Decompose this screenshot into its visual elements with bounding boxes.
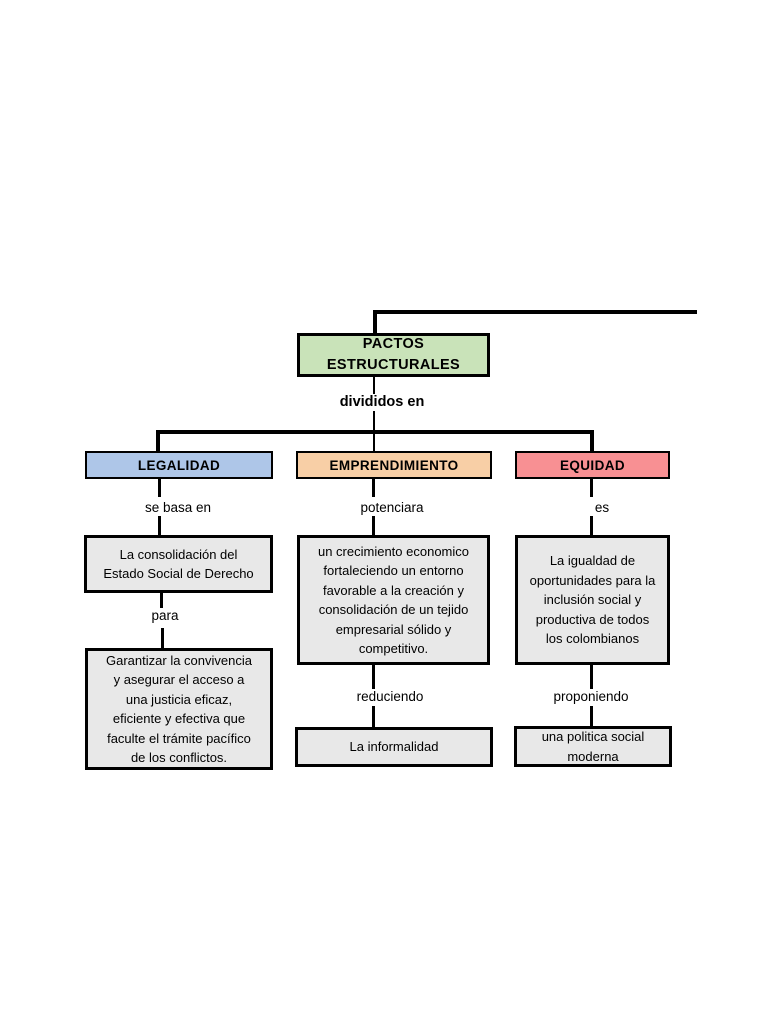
- emprendimiento-connector-2: [372, 516, 375, 535]
- node-legalidad-definition: La consolidación del Estado Social de De…: [84, 535, 273, 593]
- emprendimiento-connector-4: [372, 706, 375, 728]
- legalidad-connector-1: [158, 479, 161, 497]
- link-label-potenciara: potenciara: [355, 500, 429, 517]
- legalidad-connector-2: [158, 516, 161, 535]
- node-equidad-definition: La igualdad de oportunidades para la inc…: [515, 535, 670, 665]
- equidad-connector-4: [590, 706, 593, 728]
- node-pactos-estructurales: PACTOS ESTRUCTURALES: [297, 333, 490, 377]
- node-emprendimiento-goal: La informalidad: [295, 727, 493, 767]
- link-label-es: es: [589, 500, 615, 517]
- node-legalidad-goal: Garantizar la convivencia y asegurar el …: [85, 648, 273, 770]
- legalidad-connector-4: [161, 628, 164, 649]
- equidad-connector-1: [590, 479, 593, 497]
- branch-left-drop-line: [156, 430, 160, 452]
- equidad-connector-3: [590, 664, 593, 690]
- top-parent-connector-line: [373, 310, 697, 314]
- emprendimiento-connector-1: [372, 479, 375, 497]
- node-emprendimiento-definition: un crecimiento economico fortaleciendo u…: [297, 535, 490, 665]
- node-equidad-header: EQUIDAD: [515, 451, 670, 479]
- equidad-connector-2: [590, 516, 593, 535]
- link-label-se-basa-en: se basa en: [139, 500, 217, 517]
- top-parent-connector-stub: [373, 310, 377, 334]
- link-label-divididos-en: divididos en: [334, 394, 430, 412]
- legalidad-connector-3: [160, 592, 163, 609]
- node-legalidad-header: LEGALIDAD: [85, 451, 273, 479]
- root-to-branches-line: [373, 377, 375, 452]
- branch-horizontal-line: [156, 430, 594, 434]
- link-label-reduciendo: reduciendo: [351, 689, 429, 706]
- branch-right-drop-line: [590, 430, 594, 452]
- link-label-proponiendo: proponiendo: [548, 689, 634, 706]
- link-label-para: para: [146, 608, 184, 625]
- node-equidad-goal: una politica social moderna: [514, 726, 672, 767]
- node-emprendimiento-header: EMPRENDIMIENTO: [296, 451, 492, 479]
- emprendimiento-connector-3: [372, 664, 375, 690]
